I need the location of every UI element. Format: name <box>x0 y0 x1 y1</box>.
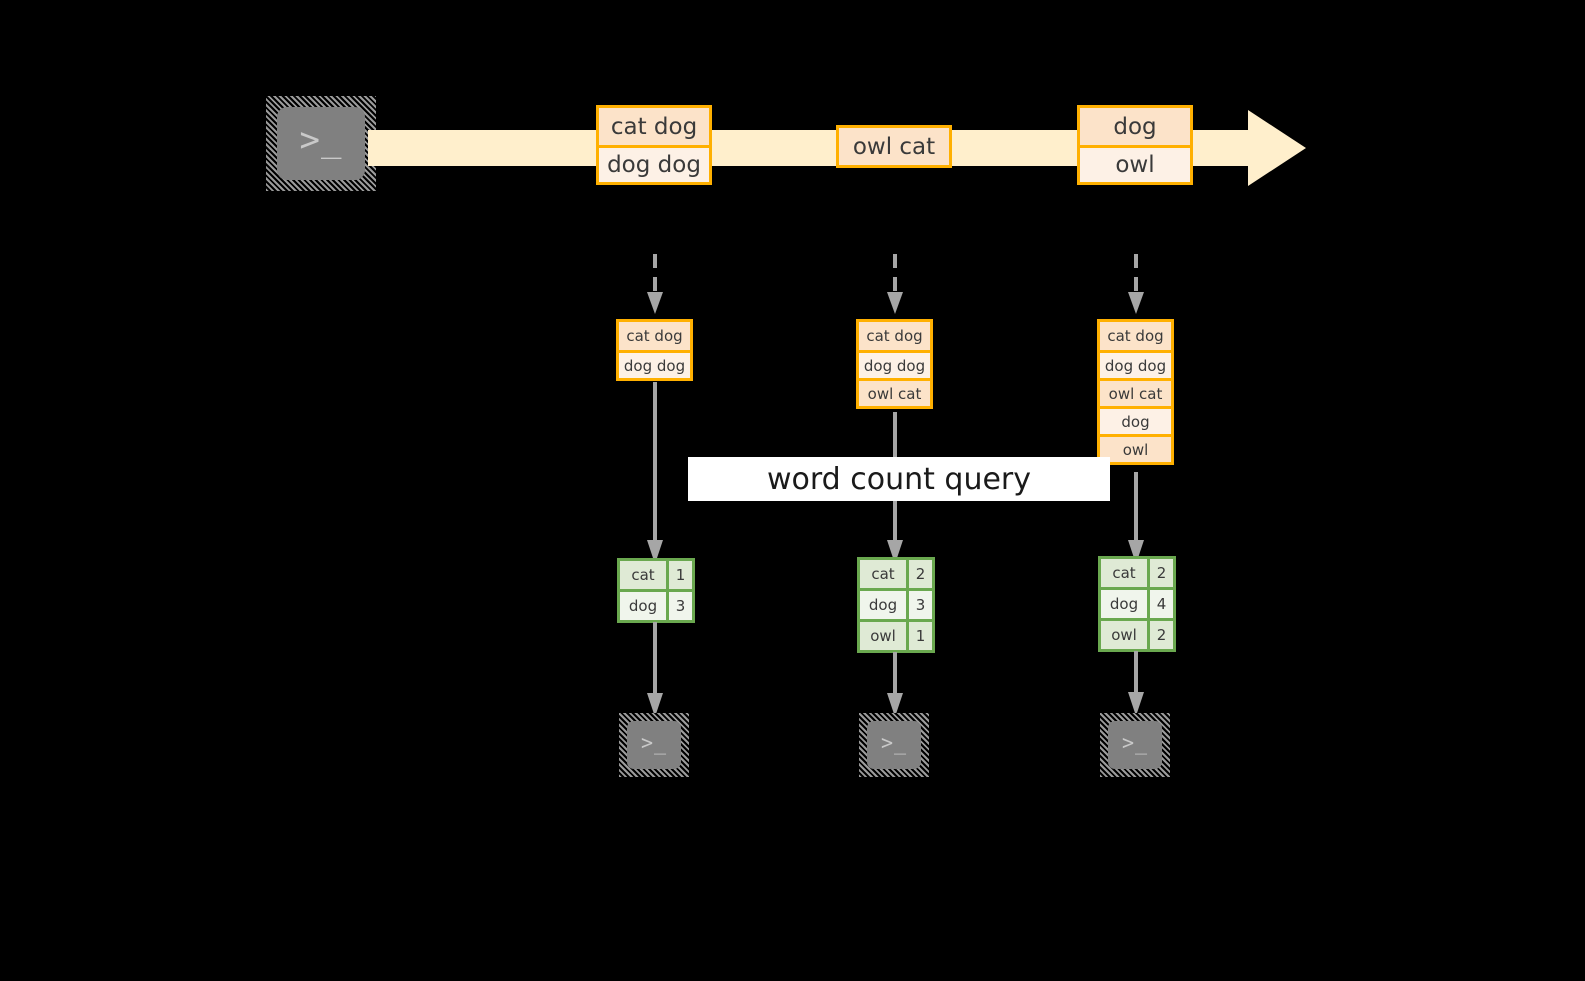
count-cell: 2 <box>1147 559 1173 587</box>
stream-line: cat dog <box>599 108 709 145</box>
word-cell: cat <box>860 560 906 588</box>
terminal-prompt-glyph: >_ <box>880 730 908 755</box>
input-row: cat dog <box>859 322 930 350</box>
input-table-1: cat dog dog dog <box>616 319 693 381</box>
count-cell: 2 <box>906 560 932 588</box>
dashed-arrow-to-input-3 <box>1128 254 1144 316</box>
terminal-screen: >_ <box>627 721 681 769</box>
sink-terminal-icon-2: >_ <box>859 713 929 777</box>
input-row: owl <box>1100 434 1171 462</box>
result-table-1: cat 1 dog 3 <box>617 558 695 623</box>
stream-line: owl <box>1080 145 1190 182</box>
count-cell: 3 <box>666 592 692 620</box>
word-cell: cat <box>620 561 666 589</box>
result-table-2: cat 2 dog 3 owl 1 <box>857 557 935 653</box>
table-row: dog 4 <box>1101 587 1173 618</box>
input-row: dog dog <box>1100 350 1171 378</box>
sink-arrow-2 <box>887 652 903 718</box>
stream-line: owl cat <box>839 128 949 165</box>
sink-terminal-icon-3: >_ <box>1100 713 1170 777</box>
terminal-prompt-glyph: >_ <box>640 730 668 755</box>
dashed-arrow-to-input-2 <box>887 254 903 316</box>
terminal-prompt-glyph: >_ <box>1121 730 1149 755</box>
count-cell: 1 <box>906 622 932 650</box>
stream-batch-2: owl cat <box>836 125 952 168</box>
table-row: cat 1 <box>620 561 692 589</box>
terminal-screen: >_ <box>867 721 921 769</box>
input-row: dog dog <box>619 350 690 378</box>
query-label-band: word count query <box>688 457 1110 501</box>
count-cell: 4 <box>1147 590 1173 618</box>
sink-arrow-3 <box>1128 651 1144 717</box>
input-table-3: cat dog dog dog owl cat dog owl <box>1097 319 1174 465</box>
input-row: owl cat <box>1100 378 1171 406</box>
terminal-screen: >_ <box>277 107 365 180</box>
table-row: dog 3 <box>620 589 692 620</box>
word-cell: owl <box>1101 621 1147 649</box>
dashed-arrow-to-input-1 <box>647 254 663 316</box>
table-row: cat 2 <box>1101 559 1173 587</box>
input-row: cat dog <box>1100 322 1171 350</box>
input-table-2: cat dog dog dog owl cat <box>856 319 933 409</box>
sink-terminal-icon-1: >_ <box>619 713 689 777</box>
word-cell: owl <box>860 622 906 650</box>
input-row: dog dog <box>859 350 930 378</box>
query-arrow-3 <box>1128 472 1144 565</box>
terminal-screen: >_ <box>1108 721 1162 769</box>
table-row: owl 1 <box>860 619 932 650</box>
word-cell: cat <box>1101 559 1147 587</box>
source-terminal-icon: >_ <box>266 96 376 191</box>
word-cell: dog <box>620 592 666 620</box>
word-cell: dog <box>1101 590 1147 618</box>
input-row: dog <box>1100 406 1171 434</box>
stream-batch-1: cat dog dog dog <box>596 105 712 185</box>
table-row: owl 2 <box>1101 618 1173 649</box>
stream-line: dog dog <box>599 145 709 182</box>
stream-line: dog <box>1080 108 1190 145</box>
table-row: dog 3 <box>860 588 932 619</box>
sink-arrow-1 <box>647 622 663 718</box>
count-cell: 2 <box>1147 621 1173 649</box>
table-row: cat 2 <box>860 560 932 588</box>
input-row: owl cat <box>859 378 930 406</box>
query-arrow-1 <box>647 382 663 565</box>
input-row: cat dog <box>619 322 690 350</box>
word-cell: dog <box>860 591 906 619</box>
stream-batch-3: dog owl <box>1077 105 1193 185</box>
query-label-text: word count query <box>766 461 1032 497</box>
result-table-3: cat 2 dog 4 owl 2 <box>1098 556 1176 652</box>
terminal-prompt-glyph: >_ <box>299 119 343 160</box>
count-cell: 3 <box>906 591 932 619</box>
count-cell: 1 <box>666 561 692 589</box>
